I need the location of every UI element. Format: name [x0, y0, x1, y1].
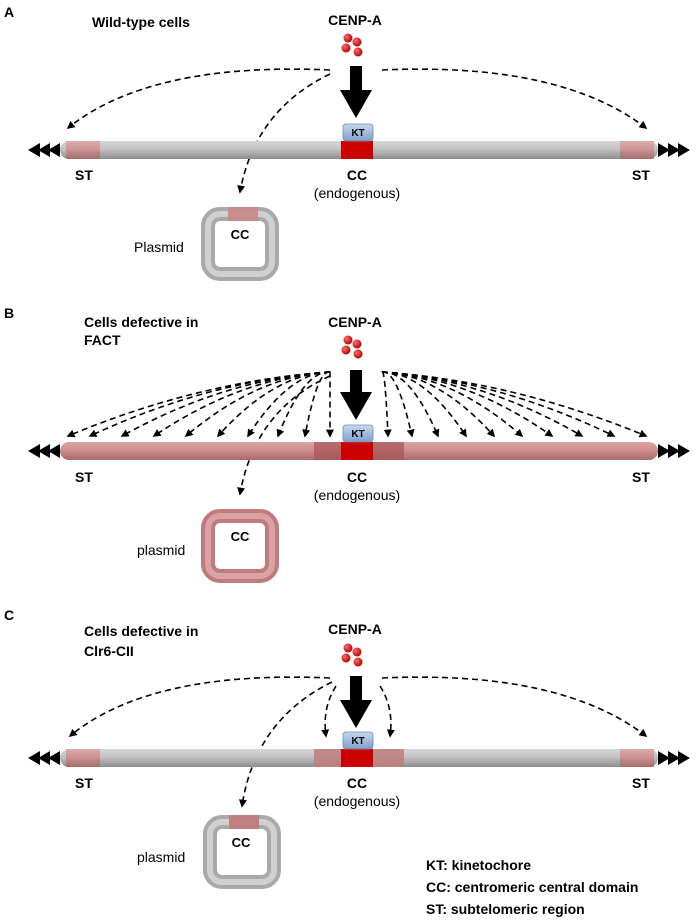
st-domain-right	[620, 141, 654, 159]
main-incorporation-arrow	[340, 66, 372, 118]
cenp-a-dots	[341, 33, 363, 57]
st-label-left: ST	[75, 469, 93, 485]
panel-b: B Cells defective in FACT CENP-A KT ST C…	[4, 305, 690, 583]
plasmid: CC	[201, 207, 279, 281]
main-incorporation-arrow	[340, 676, 372, 728]
mislocalization-arrows	[66, 371, 648, 496]
svg-text:KT: KT	[351, 736, 364, 747]
legend: KT: kinetochore CC: centromeric central …	[426, 857, 638, 917]
cc-label: CC	[347, 167, 367, 183]
cc-label: CC	[347, 775, 367, 791]
cc-domain	[341, 141, 373, 159]
plasmid-cc-label: CC	[231, 529, 250, 544]
dashed-arrow-19	[381, 371, 648, 438]
dashed-arrow-5	[216, 371, 331, 438]
mislocalization-arrows	[66, 68, 648, 194]
st-label-right: ST	[632, 775, 650, 791]
dashed-arrow-14	[381, 371, 496, 438]
panel-letter: B	[4, 305, 14, 321]
dashed-arrow-8	[302, 371, 331, 438]
plasmid: CC	[203, 815, 281, 889]
st-label-left: ST	[75, 167, 93, 183]
mislocalization-arrows	[68, 676, 648, 808]
panel-c: C Cells defective in Clr6-CII CENP-A	[4, 607, 690, 889]
chromosome	[28, 442, 690, 460]
chromosome	[28, 141, 690, 159]
telomere-left-icon	[28, 751, 60, 765]
plasmid: CC	[201, 509, 279, 583]
dashed-arrow-13	[381, 371, 467, 438]
legend-cc: CC: centromeric central domain	[426, 879, 638, 895]
st-domain-left	[66, 749, 100, 767]
telomere-right-icon	[658, 143, 690, 157]
telomere-left-icon	[28, 444, 60, 458]
panel-title-line2: FACT	[84, 332, 121, 348]
cenp-a-label: CENP-A	[328, 621, 382, 637]
kinetochore-box: KT	[342, 424, 374, 443]
dashed-arrow-3	[152, 371, 331, 437]
cc-domain	[341, 749, 373, 767]
endogenous-label: (endogenous)	[314, 793, 400, 809]
endogenous-label: (endogenous)	[314, 185, 400, 201]
dashed-arrow-16	[381, 371, 554, 437]
panel-title-line1: Cells defective in	[84, 623, 198, 639]
st-domain-right	[620, 749, 654, 767]
endogenous-label: (endogenous)	[314, 487, 400, 503]
plasmid-label: plasmid	[137, 542, 185, 558]
st-label-right: ST	[632, 167, 650, 183]
telomere-left-icon	[28, 143, 60, 157]
dashed-arrow-20	[237, 375, 331, 496]
telomere-right-icon	[658, 444, 690, 458]
svg-text:KT: KT	[351, 128, 364, 139]
cc-label: CC	[347, 469, 367, 485]
legend-st: ST: subtelomeric region	[426, 901, 585, 917]
cenp-a-label: CENP-A	[328, 314, 382, 330]
plasmid-label: Plasmid	[134, 239, 184, 255]
svg-text:KT: KT	[351, 429, 364, 440]
cenp-a-dots	[341, 335, 363, 359]
dashed-arrow-7	[276, 371, 331, 438]
panel-title-line2: Clr6-CII	[84, 643, 134, 659]
plasmid-cc-domain	[228, 207, 258, 221]
panel-title-line1: Cells defective in	[84, 314, 198, 330]
cenp-a-dots	[341, 643, 363, 667]
panel-letter: C	[4, 607, 14, 623]
dashed-arrow-17	[381, 371, 584, 437]
chromosome	[28, 749, 690, 767]
plasmid-cc-label: CC	[232, 835, 251, 850]
cenp-a-label: CENP-A	[328, 12, 382, 28]
panel-a: A Wild-type cells CENP-A	[4, 4, 690, 281]
dashed-arrow-18	[381, 371, 616, 437]
st-label-left: ST	[75, 775, 93, 791]
main-incorporation-arrow	[340, 370, 372, 420]
dashed-arrow-10	[381, 371, 392, 438]
plasmid-label: plasmid	[137, 849, 185, 865]
st-domain-left	[66, 141, 100, 159]
kinetochore-box: KT	[342, 123, 374, 142]
plasmid-cc-domain	[229, 815, 259, 829]
st-label-right: ST	[632, 469, 650, 485]
dashed-arrow-6	[247, 371, 331, 438]
dashed-arrow-4	[184, 371, 331, 438]
panel-letter: A	[4, 4, 14, 20]
legend-kt: KT: kinetochore	[426, 857, 531, 873]
dashed-arrow-15	[381, 371, 524, 438]
kinetochore-box: KT	[342, 731, 374, 750]
panel-title: Wild-type cells	[92, 14, 190, 30]
cc-domain	[341, 442, 373, 460]
plasmid-cc-label: CC	[231, 227, 250, 242]
telomere-right-icon	[658, 751, 690, 765]
